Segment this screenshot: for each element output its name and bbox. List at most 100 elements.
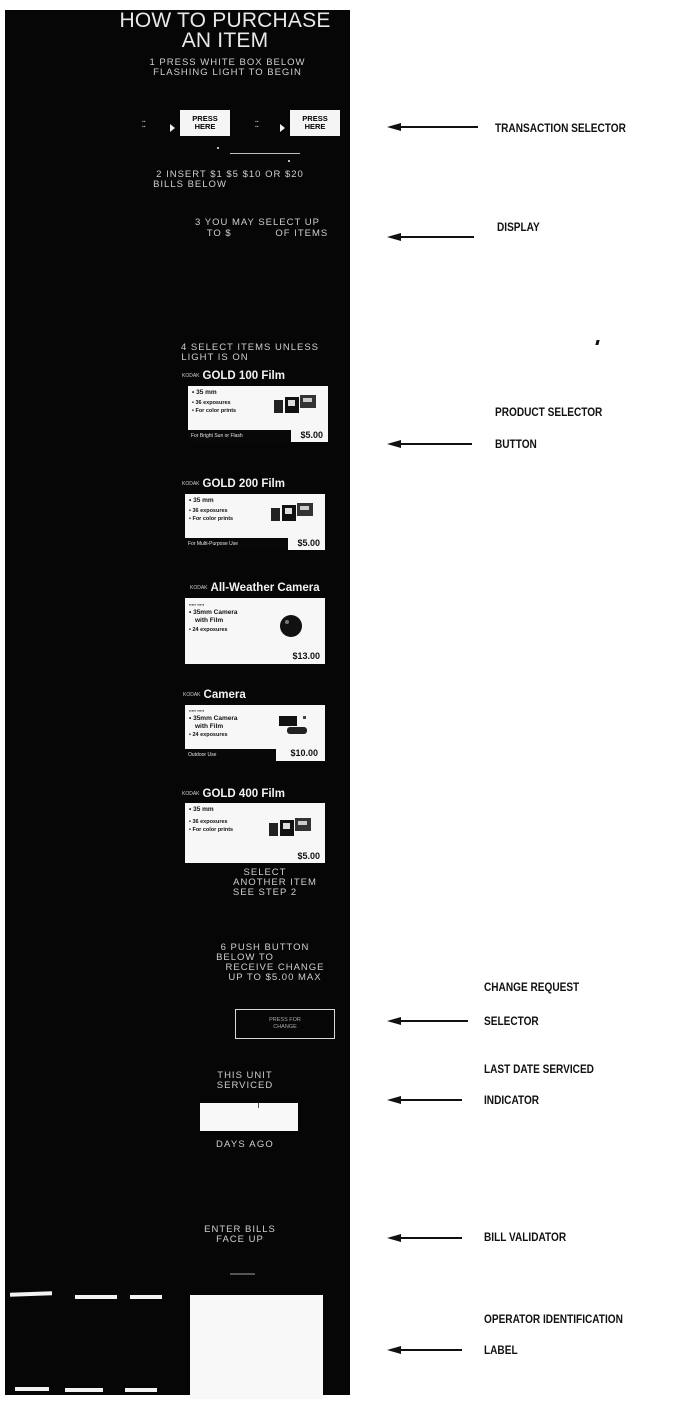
product-selector-button-1[interactable]: • 35 mm • 36 exposures • For color print…: [188, 386, 328, 442]
stripe: [125, 1388, 157, 1392]
product-2-price: $5.00: [297, 538, 320, 548]
arrow-head: [387, 1346, 401, 1354]
arrow-line: [400, 1020, 468, 1022]
callout-transaction-selector: TRANSACTION SELECTOR: [495, 121, 626, 135]
speck: [595, 340, 600, 345]
step6-line3: RECEIVE CHANGE: [225, 962, 325, 973]
press-label-left: ▪▪▪▪: [142, 119, 146, 130]
step2-line2: BILLS BELOW: [153, 179, 227, 190]
product-2-brand: KODAK: [182, 480, 200, 487]
product-selector-button-3[interactable]: ▪▪▪▪▪ ▪▪▪▪▪ • 35mm Camera with Film • 24…: [185, 598, 325, 664]
product-5-price: $5.00: [297, 851, 320, 861]
product-2-name: GOLD 200 Film: [202, 478, 285, 490]
stripe: [130, 1295, 162, 1299]
product-2-line3: • For color prints: [189, 516, 234, 522]
stripe: [75, 1295, 117, 1299]
arrow-head: [387, 1096, 401, 1104]
camera-image: [279, 716, 307, 734]
light-dot: [288, 160, 290, 162]
change-button-line1: PRESS FOR: [269, 1017, 301, 1023]
product-4-line1: • 35mm Camera: [189, 715, 238, 722]
callout-display: DISPLAY: [497, 220, 540, 234]
step5-line3: SEE STEP 2: [232, 887, 298, 898]
change-button-line2: CHANGE: [273, 1024, 297, 1030]
button-underline: [230, 153, 300, 154]
product-selector-button-2[interactable]: • 35 mm • 36 exposures • For color print…: [185, 494, 325, 550]
callout-operator-id-line2: LABEL: [484, 1343, 518, 1357]
product-4-line3: • 24 exposures: [189, 732, 228, 738]
panel-title-line1: HOW TO PURCHASE: [119, 9, 331, 32]
product-4-line2: with Film: [195, 723, 224, 730]
step3-line1: 3 YOU MAY SELECT UP: [195, 217, 320, 228]
product-1-price: $5.00: [300, 430, 323, 440]
step2-line1: 2 INSERT $1 $5 $10 OR $20: [156, 169, 304, 180]
step4-line2: LIGHT IS ON: [181, 352, 249, 363]
arrow-head: [387, 123, 401, 131]
product-2-footer: For Multi-Purpose Use: [185, 538, 288, 550]
arrow-line: [400, 126, 478, 128]
product-5-line2: • 36 exposures: [189, 819, 228, 825]
product-2-line1: • 35 mm: [189, 497, 214, 504]
product-1-line3: • For color prints: [192, 408, 237, 414]
film-box-image: [274, 395, 316, 413]
film-box-image: [271, 503, 313, 521]
step3-line2: TO $ OF ITEMS: [206, 228, 329, 239]
step1-line2: FLASHING LIGHT TO BEGIN: [153, 67, 302, 78]
last-date-serviced-display: [200, 1103, 298, 1131]
days-ago-label: DAYS AGO: [216, 1139, 274, 1150]
callout-change-request-line1: CHANGE REQUEST: [484, 980, 580, 994]
arrow-line: [400, 1349, 462, 1351]
step1-line1: 1 PRESS WHITE BOX BELOW: [149, 57, 306, 68]
product-1-name: GOLD 100 Film: [202, 370, 285, 382]
product-3-fineprint: ▪▪▪▪▪ ▪▪▪▪▪: [189, 602, 205, 607]
callout-operator-id-line1: OPERATOR IDENTIFICATION: [484, 1312, 623, 1326]
product-selector-button-4[interactable]: ▪▪▪▪▪ ▪▪▪▪▪ • 35mm Camera with Film • 24…: [185, 705, 325, 761]
callout-change-request-line2: SELECTOR: [484, 1014, 539, 1028]
stripe: [65, 1388, 103, 1392]
arrow-line: [400, 236, 474, 238]
product-selector-button-5[interactable]: • 35 mm • 36 exposures • For color print…: [185, 803, 325, 863]
callout-product-selector-line1: PRODUCT SELECTOR: [495, 405, 603, 419]
press-here-2-line1: PRESS: [302, 114, 328, 123]
product-5-line3: • For color prints: [189, 827, 234, 833]
camera-image: [280, 615, 302, 637]
change-request-button[interactable]: PRESS FOR CHANGE: [235, 1009, 335, 1039]
arrow-head: [387, 233, 401, 241]
product-1-line2: • 36 exposures: [192, 400, 231, 406]
indicator-arrow-right: [280, 124, 285, 132]
product-3-brand: KODAK: [190, 584, 208, 591]
operator-identification-label: [190, 1295, 323, 1399]
press-here-1-line2: HERE: [194, 122, 216, 131]
product-4-fineprint: ▪▪▪▪▪ ▪▪▪▪▪: [189, 708, 205, 713]
stripe: [15, 1387, 49, 1391]
indicator-arrow-left: [170, 124, 175, 132]
bill-slot[interactable]: [230, 1273, 255, 1275]
product-1-footer: For Bright Sun or Flash: [188, 430, 291, 442]
product-3-line1: • 35mm Camera: [189, 609, 238, 616]
press-here-1-line1: PRESS: [192, 114, 218, 123]
product-5-line1: • 35 mm: [189, 806, 214, 813]
product-1-line1: • 35 mm: [192, 389, 217, 396]
press-here-2-line2: HERE: [304, 122, 326, 131]
film-box-image: [269, 818, 311, 836]
light-dot: [217, 147, 219, 149]
stripe: [9, 1291, 53, 1297]
step6-line4: UP TO $5.00 MAX: [228, 972, 322, 983]
step5-line2: ANOTHER ITEM: [233, 877, 317, 888]
product-5-name: GOLD 400 Film: [202, 788, 285, 800]
arrow-head: [387, 1017, 401, 1025]
arrow-head: [387, 1234, 401, 1242]
press-label-right: ▪▪▪▪: [255, 119, 259, 130]
product-4-name: Camera: [203, 689, 246, 701]
product-3-name: All-Weather Camera: [210, 582, 320, 594]
arrow-line: [400, 1099, 462, 1101]
step6-line2: BELOW TO: [216, 952, 274, 963]
step5-line1: SELECT: [243, 867, 287, 878]
step4-line1: 4 SELECT ITEMS UNLESS: [180, 342, 320, 353]
press-here-button-1[interactable]: PRESS HERE: [180, 110, 230, 136]
press-here-button-2[interactable]: PRESS HERE: [290, 110, 340, 136]
product-4-brand: KODAK: [183, 691, 201, 698]
vending-panel: HOW TO PURCHASE AN ITEM 1 PRESS WHITE BO…: [5, 9, 350, 1399]
